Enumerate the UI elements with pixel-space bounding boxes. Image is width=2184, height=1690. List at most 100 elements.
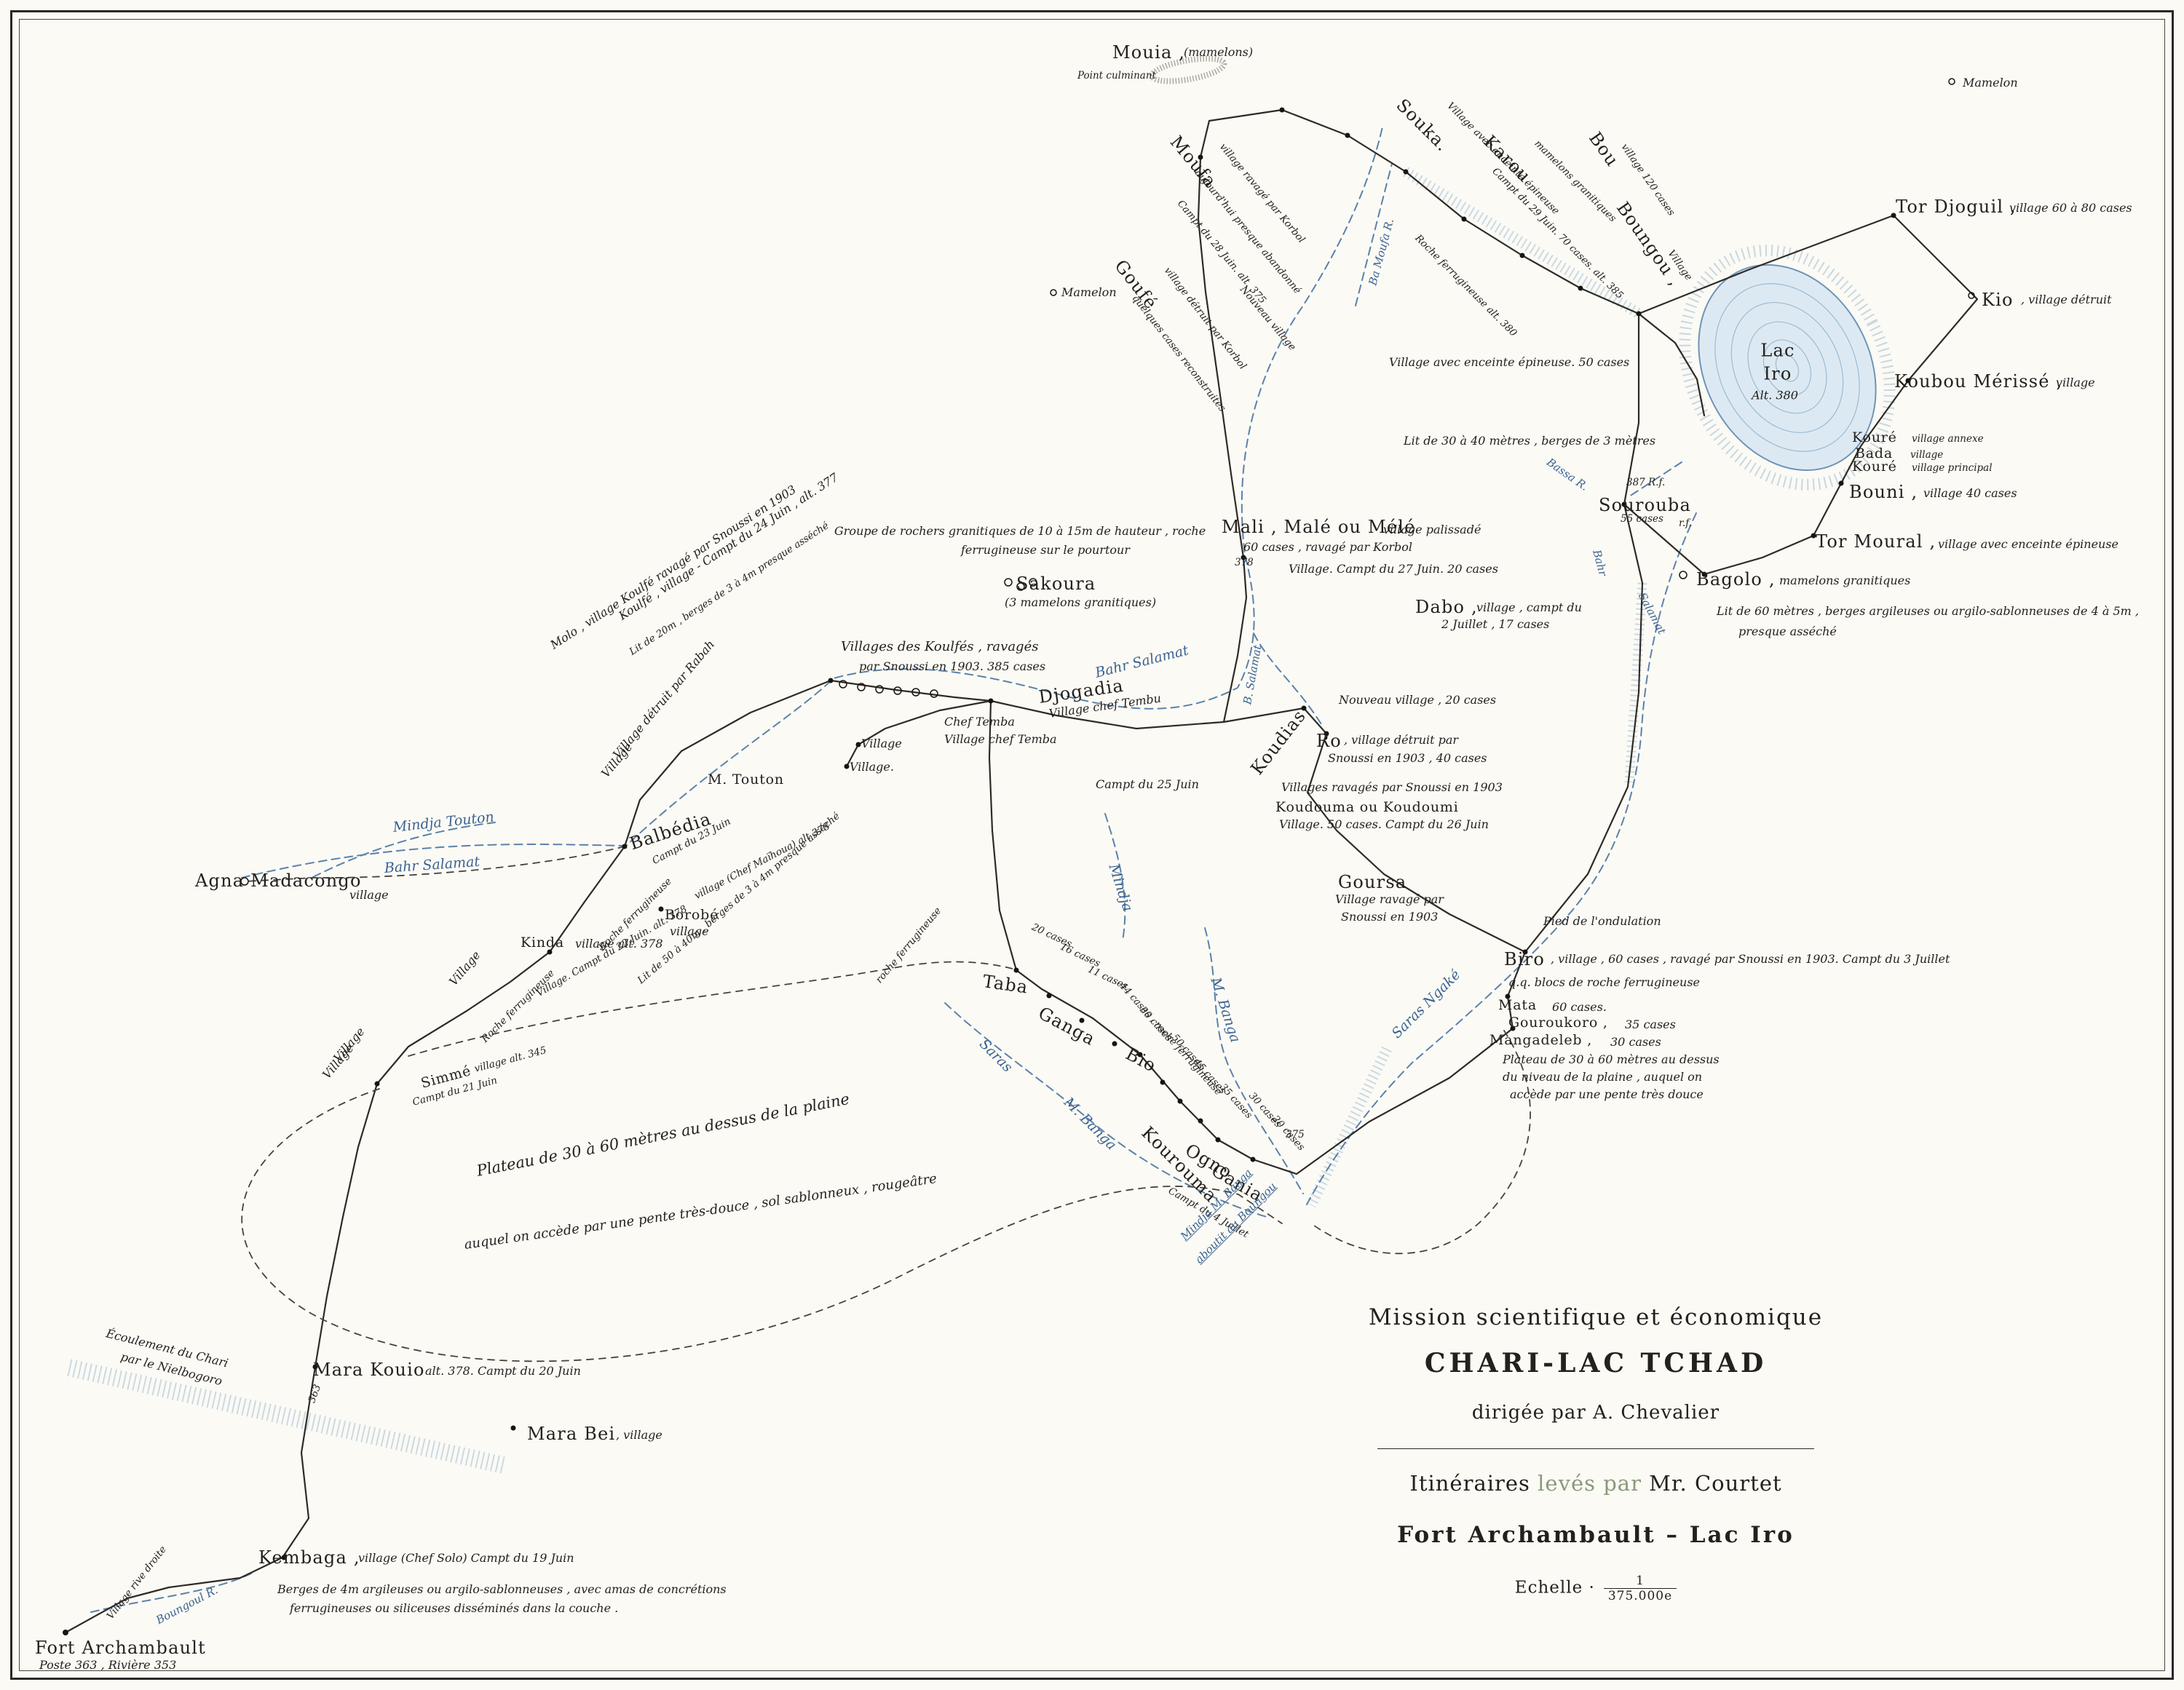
label-ro-note-1: , village détruit par [1344,733,1459,747]
label-qq-blocs: q.q. blocs de roche ferrugineuse [1508,975,1700,989]
label-mali-note-3: Village. Campt du 27 Juin. 20 cases [1289,562,1498,576]
water-hatching [67,167,1647,1474]
lake-contour-4 [1762,339,1812,396]
b-salamat-river [1253,632,1324,729]
label-tor-djoguil-note: village 60 à 80 cases [2009,201,2132,215]
label-plateau-e-1: Plateau de 30 à 60 mètres au dessus [1503,1052,1720,1066]
label-village-enceinte-50: Village avec enceinte épineuse. 50 cases [1389,355,1630,369]
label-ro: Ro [1316,731,1342,751]
mission-title: Mission scientifique et économique [1368,1304,1824,1330]
plateau-edge-south [241,1088,1283,1362]
label-lit-30-40: Lit de 30 à 40 mètres , berges de 3 mètr… [1404,434,1656,448]
saras-ngake-marsh [1306,1046,1392,1208]
lake-contour-5 [1775,353,1800,382]
mindja-river [1104,813,1126,941]
label-borobe-note: village [670,924,709,938]
lake-contour-2 [1730,301,1844,434]
leves-par-word: levés par [1530,1471,1650,1496]
label-koure-annexe-note: village annexe [1912,433,1984,445]
label-lit-60-1: Lit de 60 mètres , berges argileuses ou … [1717,604,2139,618]
label-rochers-granitiques-1: Groupe de rochers granitiques de 10 à 15… [834,524,1206,538]
label-mara-bei: Mara Bei [527,1424,616,1444]
label-lit-60-2: presque asséché [1738,624,1837,638]
title-block: Mission scientifique et économique CHARI… [1332,1304,1859,1603]
route-bahr-south [1524,503,1644,953]
label-gouroukoro: Gouroukoro , [1508,1015,1608,1031]
label-goursa: Goursa [1338,872,1407,892]
label-goursa-note-1: Village ravagé par [1335,892,1444,906]
label-mara-kouio: Mara Kouio [313,1360,425,1380]
label-tor-moural: Tor Moural , [1816,531,1936,552]
label-koudouma: Koudouma ou Koudoumi [1275,799,1459,815]
saras-m-banga-river [944,1002,1267,1218]
label-pied-ondulation: Pied de l'ondulation [1543,914,1661,928]
label-m-touton: M. Touton [708,771,784,788]
dashed-tracks [241,846,1531,1362]
label-mangadeleb-note: 30 cases [1610,1035,1661,1049]
label-fort-archambault: Fort Archambault [35,1638,206,1658]
route-mali-north [1197,119,1248,723]
label-borobe: Borobé [665,907,719,923]
label-dabo-note-1: village , campt du [1476,600,1582,614]
label-koure-annexe: Kouré [1852,429,1897,445]
label-koulfes-2: par Snoussi en 1903. 385 cases [859,659,1046,673]
label-sourouba: Sourouba [1599,495,1691,515]
surveyor-credit: Itinéraires levés par Mr. Courtet [1332,1471,1859,1496]
label-dabo-note-2: 2 Juillet , 17 cases [1441,617,1550,631]
label-rochers-granitiques-2: ferrugineuse sur le pourtour [961,543,1130,557]
label-koubou-merisse: Koubou Mérissé , [1894,371,2063,392]
label-ro-note-2: Snoussi en 1903 , 40 cases [1328,751,1487,765]
label-kio: Kio [1982,290,2014,310]
label-villages-ravages: Villages ravagés par Snoussi en 1903 [1281,780,1503,794]
label-tor-djoguil: Tor Djoguil , [1896,197,2017,217]
label-bouni-note: village 40 cases [1923,486,2017,500]
saras-ngake-river [1306,918,1566,1205]
director-credit: dirigée par A. Chevalier [1471,1402,1720,1424]
label-mara-bei-note: , village [616,1428,662,1442]
label-kembaga: Kembaga , [258,1547,360,1568]
label-koure-principal: Kouré [1852,459,1897,475]
lake-contour-3 [1747,321,1827,414]
label-chef-temba: Chef Temba [944,715,1015,729]
label-gouroukoro-note: 35 cases [1625,1017,1676,1031]
label-agna-madacongo: Agna Madacongo [195,870,362,891]
label-mali-alt: 378 [1235,557,1254,568]
label-sourouba-55: 55 cases [1621,513,1663,525]
label-koudouma-note: Village. 50 cases. Campt du 26 Juin [1279,817,1489,831]
village-dots [63,107,1911,1635]
open-circle-symbols [240,78,1975,886]
label-kembaga-note: village (Chef Solo) Campt du 19 Juin [358,1551,574,1565]
courtet-name: Mr. Courtet [1649,1471,1782,1496]
label-mali-note-1: village palissadé [1383,523,1481,536]
label-koubou-merisse-note: village [2056,376,2095,389]
label-berges-1: Berges de 4m argileuses ou argilo-sablon… [277,1582,727,1596]
ba-moufa-river [1355,163,1393,306]
label-koulfes-1: Villages des Koulfés , ravagés [841,639,1039,654]
label-bada-note: village [1910,449,1944,461]
label-lac: Lac [1760,340,1795,361]
label-mali-note-2: 60 cases , ravagé par Korbol [1243,540,1412,554]
label-sakoura-note: (3 mamelons granitiques) [1005,595,1157,609]
label-camp-25-juin: Campt du 25 Juin [1096,777,1199,791]
scale-numerator: 1 [1636,1574,1645,1588]
label-mamelon-ne: Mamelon [1963,76,2018,90]
scale-label: Echelle · [1514,1578,1595,1598]
mindja-touton-river [312,822,496,878]
title-divider [1377,1448,1814,1449]
label-village-b: Village. [850,760,894,774]
label-biro: Biro [1504,949,1546,969]
label-village-a: Village [861,737,902,750]
rivers [90,123,1697,1613]
boungoul-river [90,1573,252,1613]
lake-contour-1 [1714,283,1860,452]
track-agna [244,846,625,882]
label-bada: Bada [1855,445,1893,461]
label-alt-375: 375 [1286,1129,1305,1140]
label-mali-male: Mali , Malé ou Mélé [1222,517,1416,537]
bahr-salamat-river [241,123,1384,878]
label-plateau-e-3: accède par une pente très douce [1510,1087,1704,1101]
label-bouni: Bouni , [1849,482,1918,502]
label-berges-2: ferrugineuses ou siliceuses disséminés d… [290,1601,619,1615]
label-bagolo-note: mamelons granitiques [1779,574,1911,587]
label-agna-note: village [349,888,389,902]
